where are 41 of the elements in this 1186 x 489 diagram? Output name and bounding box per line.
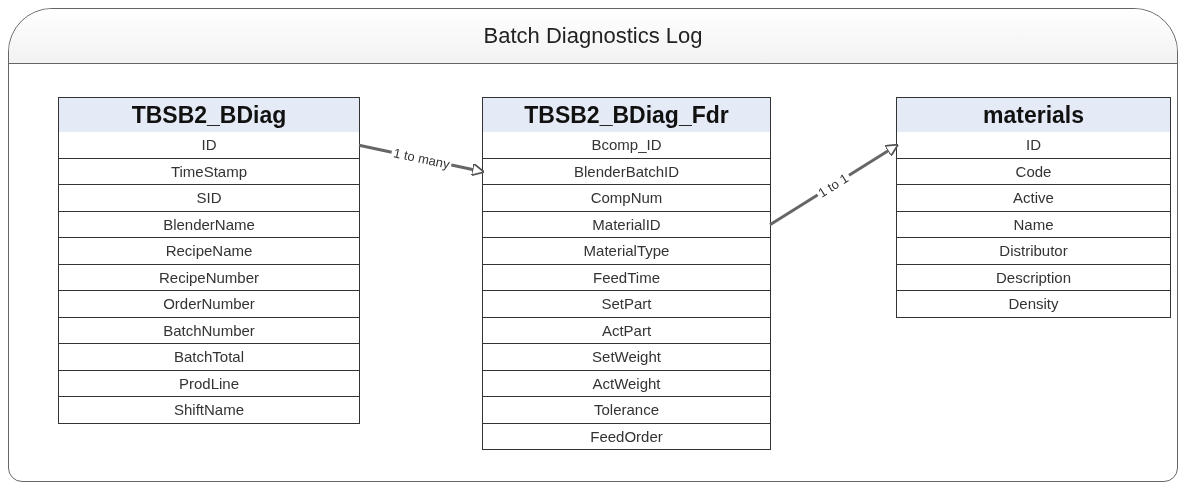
table-box <box>58 97 360 424</box>
field-name: Bcomp_ID <box>591 136 662 154</box>
field-name: MaterialType <box>583 242 670 260</box>
field-name: SetWeight <box>592 348 661 366</box>
field-name: Density <box>1008 295 1059 313</box>
field-name: CompNum <box>590 189 663 207</box>
field-name: ActWeight <box>592 374 661 392</box>
table-name: materials <box>983 101 1084 129</box>
field-name: SetPart <box>601 295 652 313</box>
field-name: FeedTime <box>593 268 660 286</box>
field-name: ID <box>1026 136 1041 154</box>
field-name: BlenderBatchID <box>573 162 680 180</box>
container-panel <box>8 8 1178 482</box>
field-name: ActPart <box>601 321 652 339</box>
field-name: ShiftName <box>174 401 244 419</box>
field-name: Distributor <box>999 242 1068 260</box>
field-name: Description <box>996 268 1071 286</box>
field-name: Name <box>1013 215 1054 233</box>
field-name: OrderNumber <box>163 295 255 313</box>
field-name: ProdLine <box>178 374 239 392</box>
table-name: TBSB2_BDiag_Fdr <box>524 101 729 129</box>
field-name: Active <box>1013 189 1054 207</box>
table-name: TBSB2_BDiag <box>131 101 287 129</box>
field-name: Tolerance <box>593 401 659 419</box>
field-name: BatchNumber <box>163 321 255 339</box>
table-row <box>59 132 359 159</box>
table-box <box>482 97 771 450</box>
field-name: SID <box>196 189 222 207</box>
field-name: ID <box>201 136 217 154</box>
panel-title: Batch Diagnostics Log <box>483 23 703 49</box>
field-name: Code <box>1015 162 1052 180</box>
field-name: MaterialID <box>592 215 661 233</box>
table-row <box>483 132 770 159</box>
field-name: RecipeName <box>165 242 253 260</box>
field-name: FeedOrder <box>590 427 663 445</box>
table-row <box>897 132 1170 159</box>
field-name: BlenderName <box>163 215 255 233</box>
field-name: TimeStamp <box>170 162 248 180</box>
field-name: BatchTotal <box>173 348 244 366</box>
table-box <box>896 97 1171 318</box>
field-name: RecipeNumber <box>158 268 259 286</box>
